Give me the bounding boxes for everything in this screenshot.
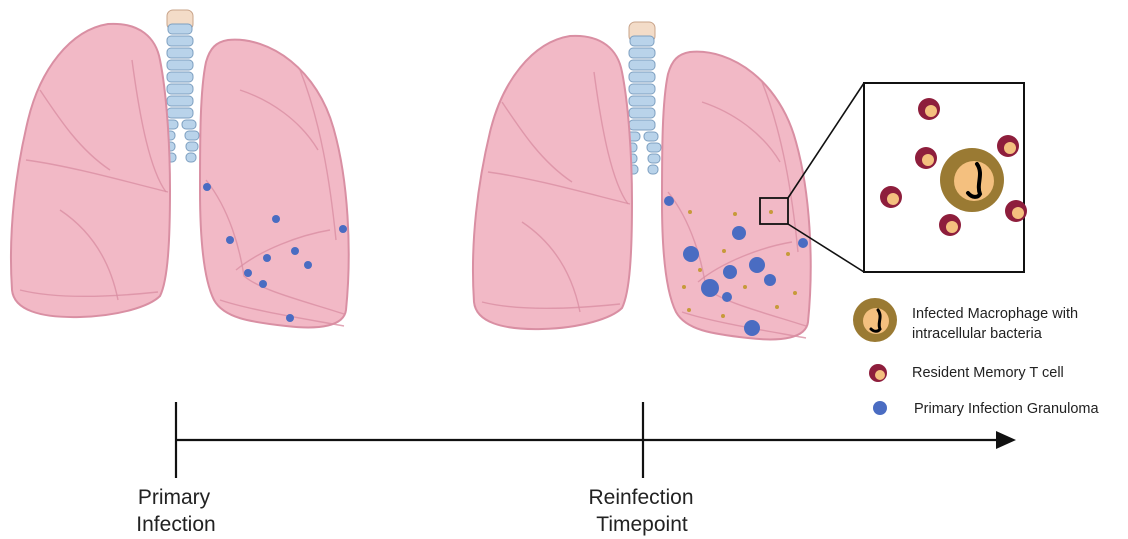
infected-cell (733, 212, 737, 216)
timeline: Primary Infection Reinfection Timepoint (136, 402, 1016, 536)
granuloma (272, 215, 280, 223)
legend: Infected Macrophage with intracellular b… (853, 298, 1099, 417)
granuloma (798, 238, 808, 248)
infected-cell (786, 252, 790, 256)
infected-cell (688, 210, 692, 214)
inset-t-cell (880, 186, 902, 208)
reinfection-lungs (473, 22, 864, 339)
granuloma (226, 236, 234, 244)
legend-t-cell-icon (869, 364, 887, 382)
granuloma (664, 196, 674, 206)
granuloma (744, 320, 760, 336)
infected-cell (698, 268, 702, 272)
legend-macrophage-label-line1: Infected Macrophage with (912, 306, 1078, 322)
infected-cell (769, 210, 773, 214)
infected-cell (775, 305, 779, 309)
legend-macrophage-icon (853, 298, 897, 342)
inset-macrophage (940, 148, 1004, 212)
infected-cell (743, 285, 747, 289)
infected-cell (793, 291, 797, 295)
granuloma (749, 257, 765, 273)
granuloma (732, 226, 746, 240)
granuloma (339, 225, 347, 233)
reinfection-label-line1: Reinfection (588, 486, 693, 509)
infected-cell (721, 314, 725, 318)
inset-t-cell (1005, 200, 1027, 222)
primary-label-line1: Primary (138, 486, 211, 509)
legend-granuloma-label: Primary Infection Granuloma (914, 401, 1099, 417)
granuloma (304, 261, 312, 269)
inset-t-cell (918, 98, 940, 120)
reinfection-label-line2: Timepoint (596, 513, 688, 536)
timeline-arrowhead (996, 431, 1016, 449)
zoom-line-top (788, 83, 864, 198)
inset-t-cell (915, 147, 937, 169)
zoom-inset (864, 83, 1027, 272)
granuloma (701, 279, 719, 297)
infected-cell (687, 308, 691, 312)
legend-granuloma-icon (873, 401, 887, 415)
primary-label-line2: Infection (136, 513, 215, 536)
legend-t-cell-label: Resident Memory T cell (912, 365, 1064, 381)
granuloma (683, 246, 699, 262)
inset-t-cell (997, 135, 1019, 157)
granuloma (722, 292, 732, 302)
infected-cell (682, 285, 686, 289)
granuloma (723, 265, 737, 279)
granuloma (291, 247, 299, 255)
infected-cell (722, 249, 726, 253)
granuloma (764, 274, 776, 286)
granuloma (259, 280, 267, 288)
inset-t-cell (939, 214, 961, 236)
granuloma (263, 254, 271, 262)
granuloma (244, 269, 252, 277)
granuloma (203, 183, 211, 191)
legend-macrophage-label-line2: intracellular bacteria (912, 326, 1043, 342)
granuloma (286, 314, 294, 322)
primary-infection-lungs (11, 10, 349, 327)
